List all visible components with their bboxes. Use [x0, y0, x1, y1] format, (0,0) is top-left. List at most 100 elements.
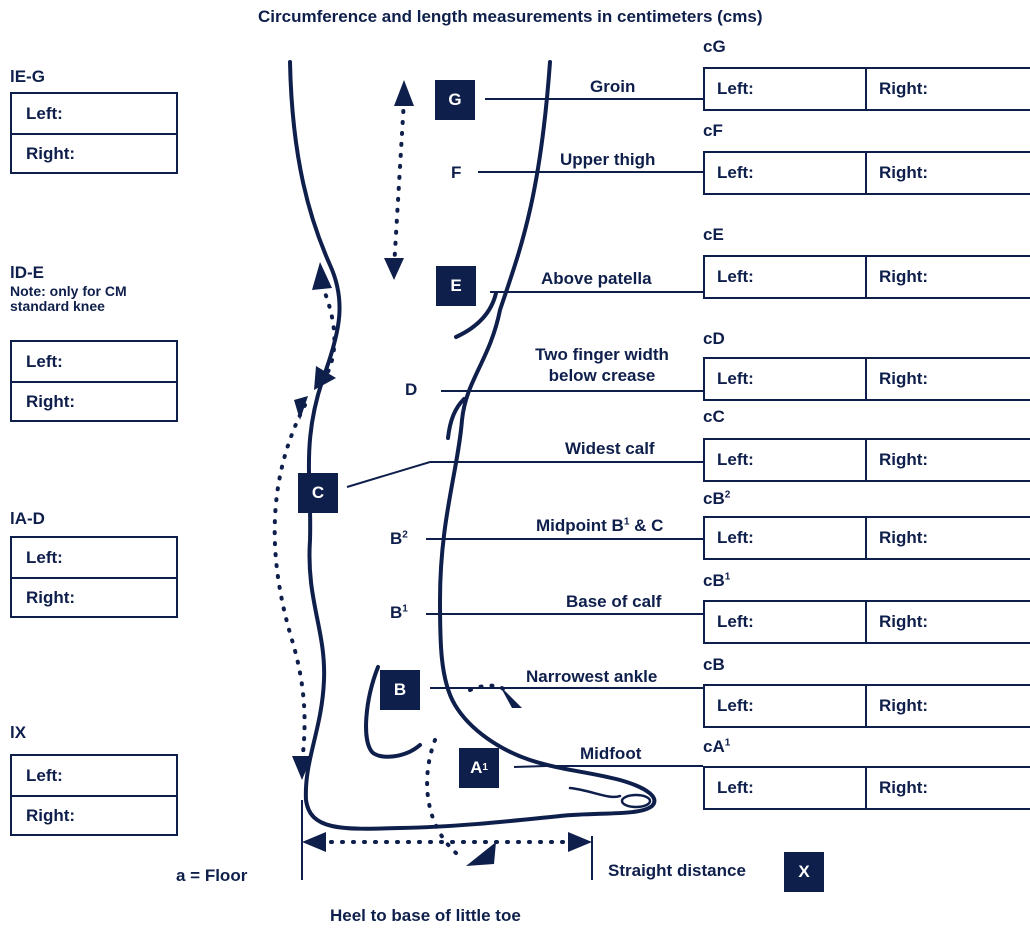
point-label-groin: Groin: [590, 77, 636, 96]
circ-box-g: Left: Right:: [703, 67, 1030, 111]
marker-c: C: [298, 473, 338, 513]
length-box-x: Left: Right:: [10, 754, 178, 836]
point-b1: B1: [390, 603, 408, 622]
dotted-arrows: [272, 98, 574, 860]
arrow-heads: [292, 80, 592, 866]
cell-label: Right:: [879, 267, 929, 286]
circ-label-g: cG: [703, 37, 726, 56]
circ-b-left-cell[interactable]: Left:: [705, 686, 867, 726]
circ-box-b2: Left: Right:: [703, 516, 1030, 560]
length-box-eg: Left: Right:: [10, 92, 178, 174]
cell-label: Right:: [26, 805, 76, 825]
cell-label: Left:: [26, 765, 63, 785]
point-label-widest-calf: Widest calf: [565, 439, 655, 458]
length-box-ad: Left: Right:: [10, 536, 178, 618]
circ-f-right-cell[interactable]: Right:: [867, 153, 928, 193]
length-box-de: Left: Right:: [10, 340, 178, 422]
circ-label-d: cD: [703, 329, 725, 348]
point-b2: B2: [390, 529, 408, 548]
cell-label: Right:: [879, 612, 929, 631]
cell-label: Left:: [717, 163, 754, 182]
circ-d-right-cell[interactable]: Right:: [867, 359, 928, 399]
length-label-x: lX: [10, 723, 27, 742]
length-ad-right-cell[interactable]: Right:: [12, 577, 176, 616]
cell-label: Right:: [26, 587, 76, 607]
circ-g-left-cell[interactable]: Left:: [705, 69, 867, 109]
circ-label-b: cB: [703, 655, 725, 674]
circ-label-a1: cA1: [703, 737, 731, 756]
circ-box-e: Left: Right:: [703, 255, 1030, 299]
cell-label: Left:: [717, 696, 754, 715]
knee-crease: [446, 397, 466, 440]
circ-box-b1: Left: Right:: [703, 600, 1030, 644]
circ-b2-right-cell[interactable]: Right:: [867, 518, 928, 558]
cell-label: Right:: [879, 778, 929, 797]
toe-nail: [568, 786, 622, 799]
cell-label: Right:: [879, 696, 929, 715]
point-label-midpoint: Midpoint B1 & C: [536, 516, 664, 535]
straight-distance-label: Straight distance: [608, 861, 746, 880]
cell-label: Left:: [26, 103, 63, 123]
circ-b-right-cell[interactable]: Right:: [867, 686, 928, 726]
circ-box-d: Left: Right:: [703, 357, 1030, 401]
length-de-left-cell[interactable]: Left:: [12, 342, 176, 381]
circ-f-left-cell[interactable]: Left:: [705, 153, 867, 193]
length-eg-right-cell[interactable]: Right:: [12, 133, 176, 172]
length-x-left-cell[interactable]: Left:: [12, 756, 176, 795]
cell-label: Right:: [26, 143, 76, 163]
cell-label: Left:: [717, 528, 754, 547]
cell-label: Right:: [879, 528, 929, 547]
length-note-de: Note: only for CM standard knee: [10, 283, 127, 314]
cell-label: Right:: [879, 450, 929, 469]
floor-brackets: [301, 800, 593, 880]
length-x-right-cell[interactable]: Right:: [12, 795, 176, 834]
circ-a1-left-cell[interactable]: Left:: [705, 768, 867, 808]
circ-b2-left-cell[interactable]: Left:: [705, 518, 867, 558]
circ-label-b2: cB2: [703, 489, 731, 508]
point-d: D: [405, 380, 418, 399]
circ-label-e: cE: [703, 225, 724, 244]
circ-a1-right-cell[interactable]: Right:: [867, 768, 928, 808]
length-de-right-cell[interactable]: Right:: [12, 381, 176, 420]
patella-curve: [454, 291, 498, 339]
cell-label: Right:: [879, 79, 929, 98]
floor-label: a = Floor: [176, 866, 248, 885]
point-label-midfoot: Midfoot: [580, 744, 642, 763]
circ-g-right-cell[interactable]: Right:: [867, 69, 928, 109]
circ-d-left-cell[interactable]: Left:: [705, 359, 867, 399]
length-eg-left-cell[interactable]: Left:: [12, 94, 176, 133]
toe-tip: [620, 793, 652, 809]
circ-c-right-cell[interactable]: Right:: [867, 440, 928, 480]
cell-label: Right:: [879, 369, 929, 388]
length-label-ad: lA-D: [10, 509, 45, 528]
circ-label-c: cC: [703, 407, 725, 426]
circ-b1-left-cell[interactable]: Left:: [705, 602, 867, 642]
point-label-base-of-calf: Base of calf: [566, 592, 662, 611]
circ-e-left-cell[interactable]: Left:: [705, 257, 867, 297]
marker-x: X: [784, 852, 824, 892]
length-ad-left-cell[interactable]: Left:: [12, 538, 176, 577]
cell-label: Left:: [717, 778, 754, 797]
marker-g: G: [435, 80, 475, 120]
cell-label: Right:: [879, 163, 929, 182]
point-label-narrowest-ankle: Narrowest ankle: [526, 667, 658, 686]
circ-e-right-cell[interactable]: Right:: [867, 257, 928, 297]
circ-b1-right-cell[interactable]: Right:: [867, 602, 928, 642]
circ-label-b1: cB1: [703, 571, 731, 590]
page-title: Circumference and length measurements in…: [258, 7, 763, 26]
marker-e: E: [436, 266, 476, 306]
ankle-bone-curve: [364, 665, 422, 759]
length-label-de: lD-E: [10, 263, 44, 282]
circ-c-left-cell[interactable]: Left:: [705, 440, 867, 480]
circ-box-c: Left: Right:: [703, 438, 1030, 482]
cell-label: Left:: [717, 79, 754, 98]
cell-label: Left:: [717, 267, 754, 286]
cell-label: Left:: [717, 369, 754, 388]
point-label-two-finger: Two finger width below crease: [535, 345, 669, 385]
length-label-eg: lE-G: [10, 67, 45, 86]
cell-label: Left:: [717, 612, 754, 631]
heel-to-toe-label: Heel to base of little toe: [330, 906, 521, 925]
point-label-upper-thigh: Upper thigh: [560, 150, 656, 169]
guide-lines: [346, 98, 703, 768]
